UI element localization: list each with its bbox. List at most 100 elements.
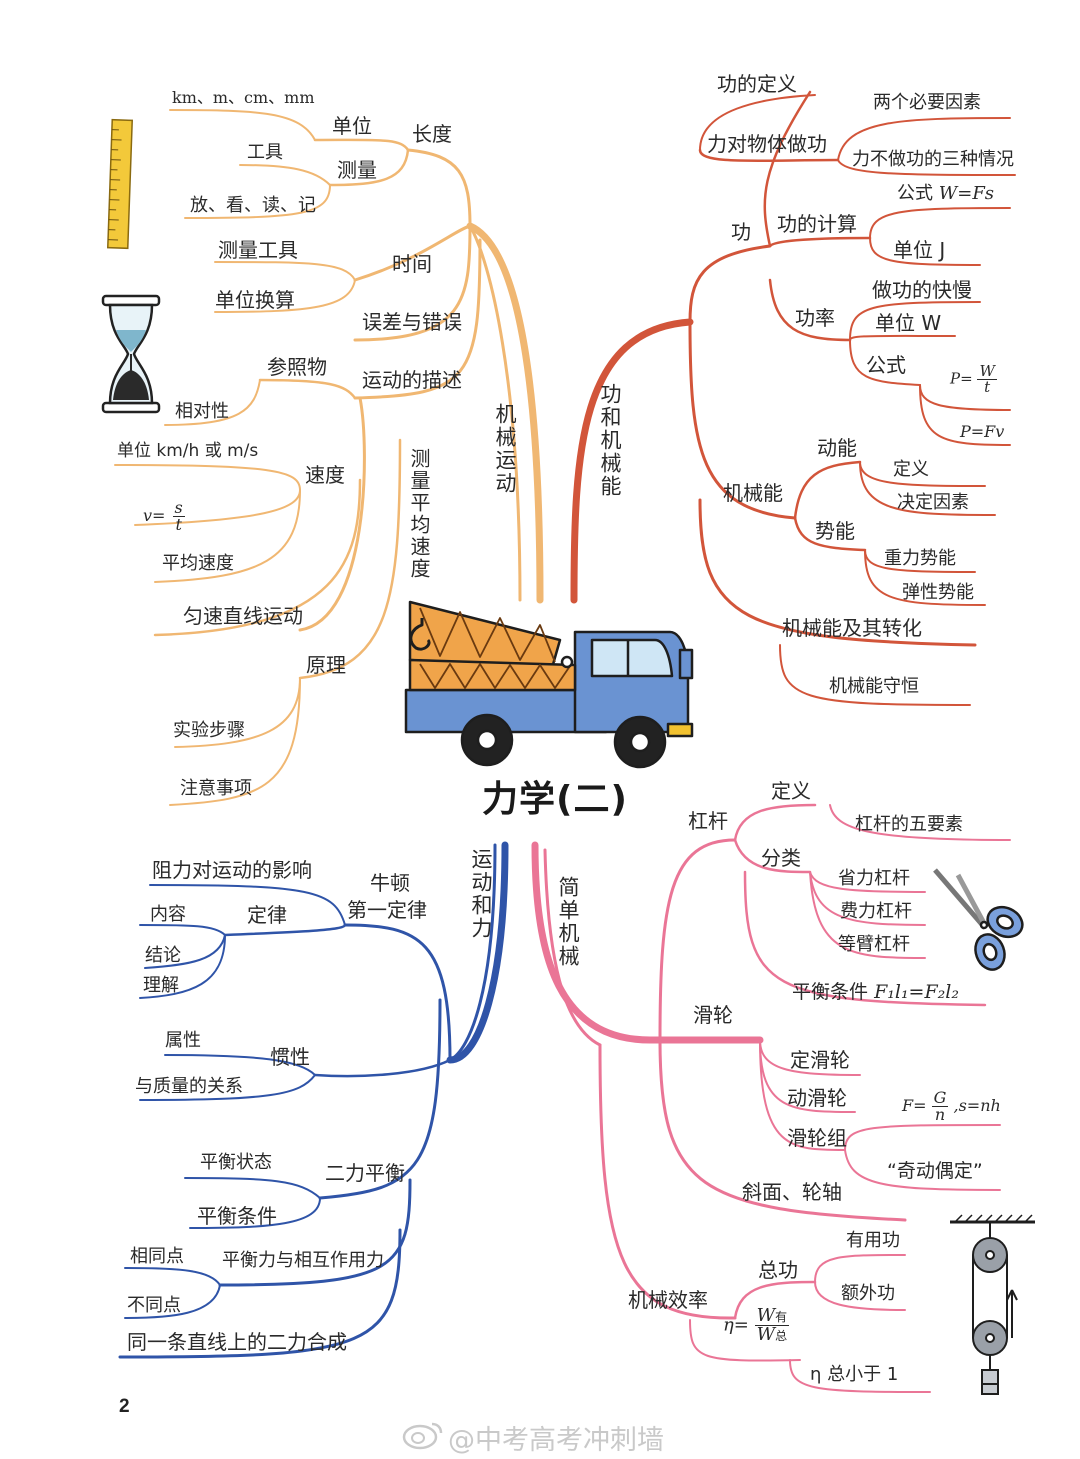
- node-mechanical-motion: 机械运动: [493, 403, 517, 495]
- balance-label: 平衡条件: [792, 981, 869, 1003]
- node-work-calculation: 功的计算: [777, 212, 857, 236]
- node-kinetic-factors: 决定因素: [897, 492, 969, 513]
- pulley-system-icon: [950, 1214, 1035, 1395]
- node-length: 长度: [412, 122, 452, 146]
- node-resultant-force: 同一条直线上的二力合成: [127, 1330, 347, 1354]
- node-movable-pulley: 动滑轮: [787, 1086, 847, 1110]
- node-incline-wheel-axle: 斜面、轮轴: [742, 1180, 842, 1204]
- page-number: 2: [119, 1396, 130, 1417]
- node-formula-label: 公式 W=Fs: [897, 185, 994, 203]
- node-equilibrium-condition: 平衡条件: [197, 1204, 277, 1228]
- node-equal-arm-lever: 等臂杠杆: [838, 934, 910, 955]
- node-gravity-pe: 重力势能: [884, 548, 956, 569]
- node-mass-relation: 与质量的关系: [135, 1076, 243, 1097]
- node-work-definition: 功的定义: [717, 72, 797, 96]
- node-doing-work: 力对物体做功: [707, 132, 827, 156]
- node-kinetic-definition: 定义: [893, 459, 929, 480]
- node-mechanical-efficiency: 机械效率: [628, 1288, 708, 1312]
- node-power-formula-label: 公式: [866, 353, 906, 377]
- node-principle: 原理: [306, 653, 346, 677]
- node-lever: 杠杆: [688, 809, 728, 833]
- node-unit-j: 单位 J: [893, 238, 946, 262]
- node-effort-saving-lever: 省力杠杆: [838, 868, 910, 889]
- node-energy-conversion: 机械能及其转化: [782, 616, 922, 640]
- mechanics-branch-lines: [114, 109, 544, 806]
- node-balance-condition: 平衡条件 F₁l₁=F₂l₂: [792, 983, 959, 1002]
- node-lever-five-elements: 杠杆的五要素: [855, 814, 963, 835]
- node-action-reaction: 平衡力与相互作用力: [222, 1250, 384, 1271]
- node-similarity: 相同点: [130, 1246, 184, 1267]
- simple-machines-branch-lines: [531, 803, 1011, 1393]
- node-lever-category: 分类: [761, 846, 801, 870]
- efficiency-denominator: W: [756, 1324, 776, 1345]
- work-branch-lines: [570, 90, 1016, 706]
- node-work: 功: [731, 220, 751, 244]
- node-motion-description: 运动的描述: [362, 368, 462, 392]
- formula-label: 公式: [897, 183, 933, 204]
- node-law: 定律: [247, 903, 287, 927]
- force-branch-lines: [118, 841, 509, 1359]
- node-unit: 单位: [332, 114, 372, 138]
- node-motion-and-force: 运动和力: [469, 848, 493, 940]
- efficiency-formula: η= W有 W总: [723, 1305, 790, 1345]
- node-extra-work: 额外功: [841, 1283, 895, 1304]
- node-two-factors: 两个必要因素: [873, 92, 981, 113]
- node-measure: 测量: [337, 158, 377, 182]
- node-difference: 不同点: [127, 1295, 181, 1316]
- node-law-conclusion: 结论: [145, 945, 181, 966]
- node-fixed-pulley: 定滑轮: [790, 1048, 850, 1072]
- efficiency-formula-lhs: η=: [723, 1314, 749, 1336]
- node-inertia-property: 属性: [165, 1030, 201, 1051]
- node-tool: 工具: [247, 142, 283, 163]
- node-p-fv: P=Fv: [960, 422, 1005, 441]
- efficiency-numerator-sub: 有: [775, 1310, 788, 1324]
- node-newton: 牛顿: [370, 871, 410, 895]
- node-mechanical-energy: 机械能: [723, 481, 783, 505]
- power-formula-lhs: P=: [950, 369, 973, 388]
- node-uniform-motion: 匀速直线运动: [183, 604, 303, 628]
- node-energy-conservation: 机械能守恒: [829, 676, 919, 697]
- node-unit-convert: 单位换算: [215, 288, 295, 312]
- pulley-formula-rest: ,s=nh: [953, 1096, 1001, 1115]
- node-efficiency-less-than-one: η 总小于 1: [810, 1364, 899, 1385]
- node-average-speed: 平均速度: [162, 553, 234, 574]
- watermark: @中考高考冲刺墙: [448, 1425, 664, 1456]
- node-resistance-effect: 阻力对运动的影响: [152, 858, 312, 882]
- ruler-icon: [106, 118, 134, 250]
- scissors-icon: [933, 868, 1024, 971]
- power-formula-numerator: W: [977, 362, 997, 380]
- node-time-tool: 测量工具: [218, 238, 298, 262]
- node-odd-even-rule: “奇动偶定”: [887, 1160, 983, 1182]
- power-formula-denominator: t: [984, 378, 991, 396]
- node-time: 时间: [392, 252, 432, 276]
- node-three-cases: 力不做功的三种情况: [852, 149, 1014, 170]
- power-formula: P= W t: [950, 364, 997, 395]
- node-elastic-pe: 弹性势能: [902, 582, 974, 603]
- node-experiment-steps: 实验步骤: [173, 720, 245, 741]
- node-inertia: 惯性: [270, 1045, 310, 1069]
- node-measure-average-speed: 测量平均速度: [407, 448, 431, 580]
- node-kinetic-energy: 动能: [817, 436, 857, 460]
- node-pulley: 滑轮: [693, 1003, 733, 1027]
- node-two-force-balance: 二力平衡: [325, 1161, 405, 1185]
- node-power: 功率: [795, 306, 835, 330]
- pulley-formula-numerator: G: [931, 1088, 949, 1107]
- node-law-content: 内容: [150, 904, 186, 925]
- efficiency-numerator: W: [756, 1305, 776, 1326]
- speed-formula-numerator: s: [172, 498, 185, 517]
- node-speed: 速度: [305, 463, 345, 487]
- pulley-formula: F= G n ,s=nh: [902, 1090, 1001, 1123]
- node-unit-w: 单位 W: [875, 311, 942, 335]
- speed-formula-denominator: t: [175, 515, 182, 534]
- node-reference: 参照物: [267, 355, 327, 379]
- node-power-meaning: 做功的快慢: [872, 278, 972, 302]
- node-notes: 注意事项: [180, 778, 252, 799]
- node-first-law: 第一定律: [347, 898, 427, 922]
- weibo-icon: [402, 1422, 443, 1450]
- node-speed-unit: 单位 km/h 或 m/s: [117, 441, 259, 461]
- efficiency-denominator-sub: 总: [775, 1329, 788, 1343]
- node-simple-machines: 简单机械: [556, 876, 580, 968]
- node-total-work: 总功: [758, 1258, 798, 1282]
- crane-truck-illustration: [404, 600, 694, 769]
